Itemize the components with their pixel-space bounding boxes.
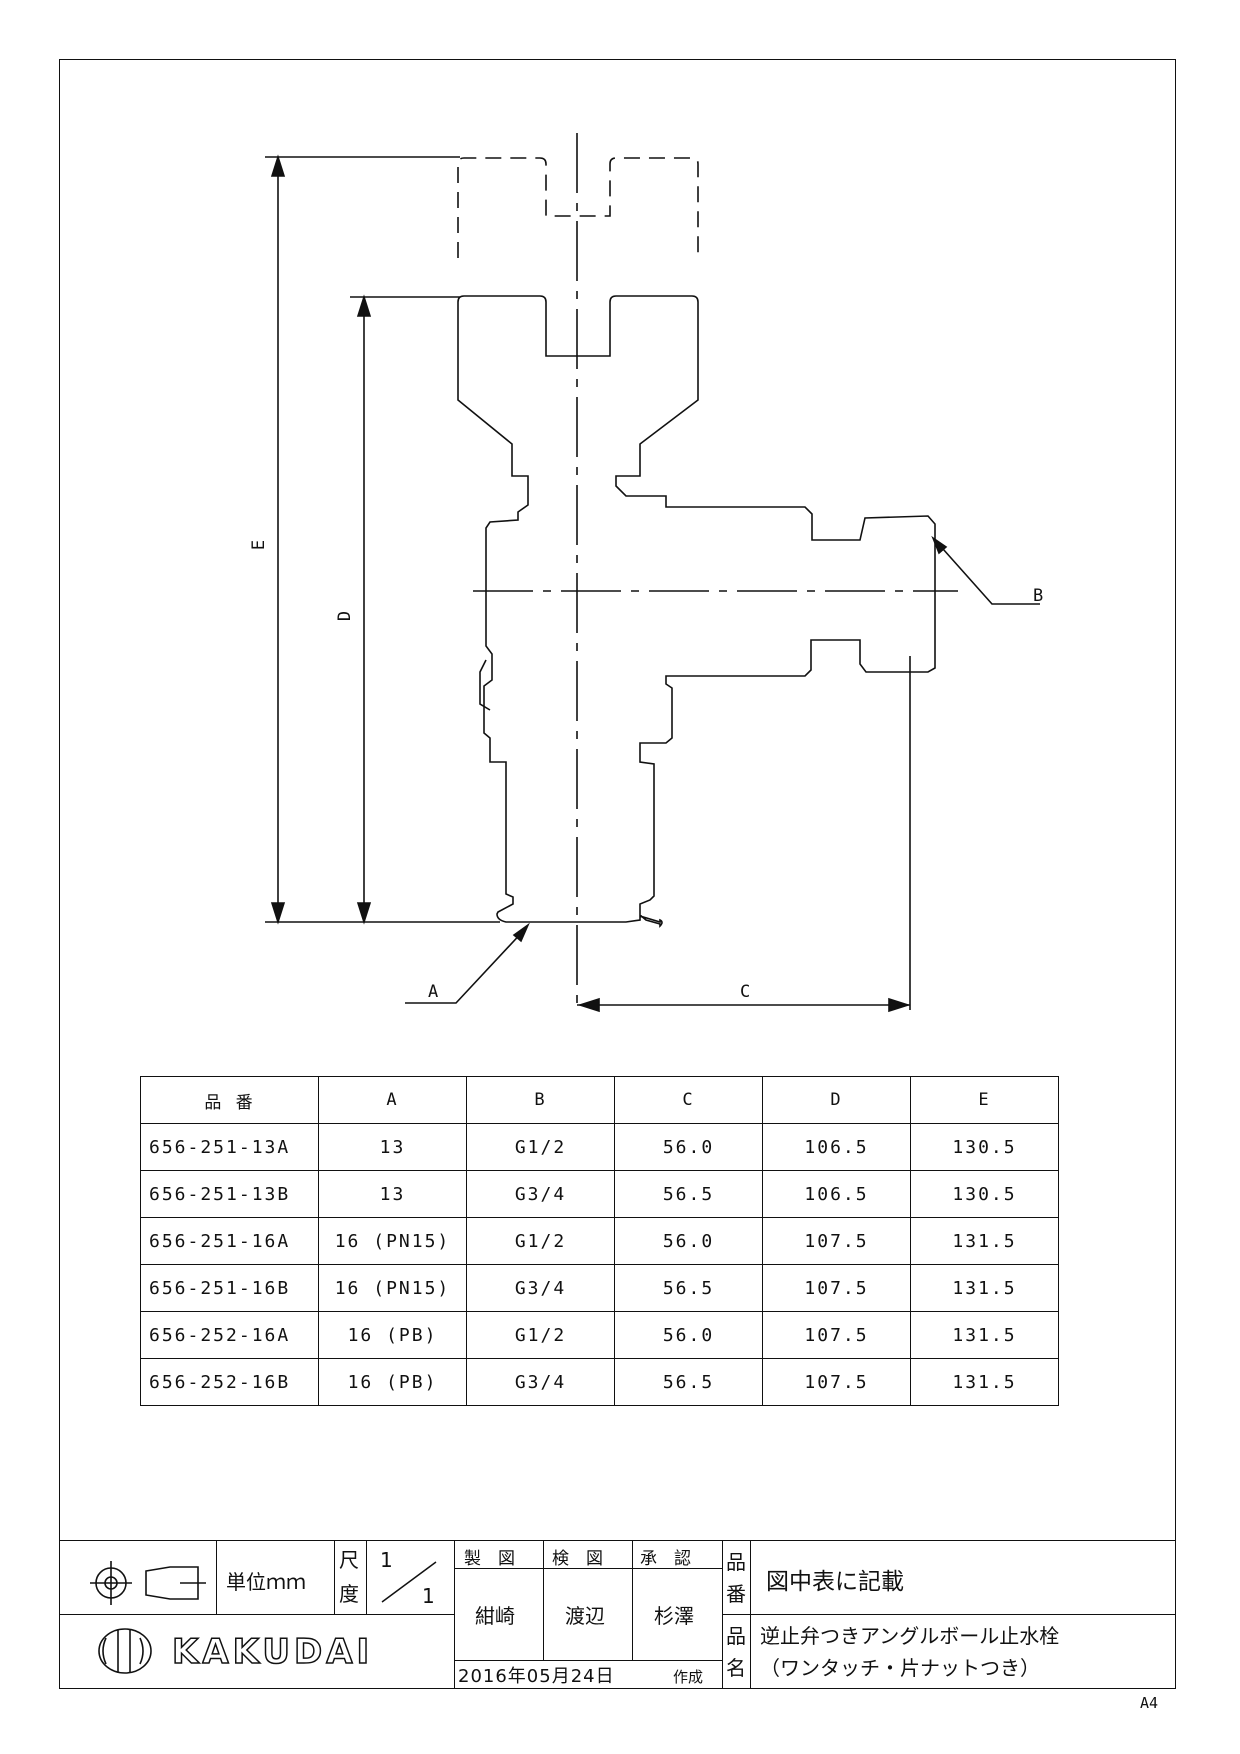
- table-row: 656-251-16A 16 (PN15) G1/2 56.0 107.5 13…: [140, 1217, 1059, 1265]
- cell-c: 56.5: [614, 1358, 763, 1406]
- cell-e: 131.5: [910, 1264, 1059, 1312]
- drawn-label: 製 図: [464, 1549, 515, 1569]
- cell-part-no: 656-251-16B: [140, 1264, 319, 1312]
- cell-c: 56.0: [614, 1217, 763, 1265]
- table-row: 656-252-16A 16 (PB) G1/2 56.0 107.5 131.…: [140, 1311, 1059, 1359]
- brand-name: KAKUDAI: [171, 1631, 374, 1673]
- cell-c: 56.0: [614, 1311, 763, 1359]
- part-name-label-2: 名: [726, 1656, 746, 1680]
- scale-label-2: 度: [339, 1582, 359, 1606]
- dimension-label-e: E: [249, 539, 270, 551]
- scale-denominator: 1: [422, 1584, 435, 1608]
- cell-b: G3/4: [466, 1358, 615, 1406]
- cell-a: 13: [318, 1123, 467, 1171]
- kakudai-logo: [98, 1628, 152, 1674]
- cell-e: 130.5: [910, 1123, 1059, 1171]
- spec-table: 品 番 A B C D E 656-251-13A 13 G1/2 56.0 1…: [140, 1076, 1059, 1406]
- cell-c: 56.5: [614, 1264, 763, 1312]
- valve-body: [457, 295, 936, 928]
- cell-b: G3/4: [466, 1170, 615, 1218]
- header-c: C: [614, 1076, 763, 1124]
- handle-open-position: [457, 157, 699, 258]
- cell-d: 107.5: [762, 1358, 911, 1406]
- cell-a: 16 (PN15): [318, 1217, 467, 1265]
- cell-part-no: 656-251-13B: [140, 1170, 319, 1218]
- scale-label-1: 尺: [339, 1548, 359, 1572]
- projection-symbol: [90, 1561, 206, 1605]
- scale-slash: [381, 1561, 437, 1603]
- approved-label: 承 認: [640, 1549, 691, 1569]
- part-name-label-1: 品: [726, 1624, 746, 1648]
- cell-b: G1/2: [466, 1217, 615, 1265]
- date: 2016年05月24日: [458, 1666, 615, 1687]
- cell-b: G1/2: [466, 1123, 615, 1171]
- cell-a: 16 (PB): [318, 1311, 467, 1359]
- cell-a: 16 (PB): [318, 1358, 467, 1406]
- cell-d: 107.5: [762, 1264, 911, 1312]
- approved-by: 杉澤: [654, 1604, 694, 1628]
- cell-e: 130.5: [910, 1170, 1059, 1218]
- header-part-no: 品 番: [140, 1076, 319, 1124]
- checked-label: 検 図: [552, 1549, 603, 1569]
- cell-c: 56.0: [614, 1123, 763, 1171]
- dimension-label-d: D: [335, 610, 356, 622]
- cell-part-no: 656-252-16A: [140, 1311, 319, 1359]
- unit-label: 単位ｍｍ: [226, 1570, 306, 1594]
- cell-part-no: 656-251-13A: [140, 1123, 319, 1171]
- dimension-label-c: C: [740, 982, 751, 1002]
- cell-e: 131.5: [910, 1358, 1059, 1406]
- header-e: E: [910, 1076, 1059, 1124]
- cell-a: 16 (PN15): [318, 1264, 467, 1312]
- table-row: 656-251-16B 16 (PN15) G3/4 56.5 107.5 13…: [140, 1264, 1059, 1312]
- scale-numerator: 1: [380, 1548, 393, 1572]
- cell-d: 106.5: [762, 1170, 911, 1218]
- drawn-by: 紺崎: [475, 1604, 515, 1628]
- table-header-row: 品 番 A B C D E: [140, 1076, 1059, 1124]
- table-row: 656-251-13B 13 G3/4 56.5 106.5 130.5: [140, 1170, 1059, 1218]
- table-row: 656-251-13A 13 G1/2 56.0 106.5 130.5: [140, 1123, 1059, 1171]
- cell-b: G1/2: [466, 1311, 615, 1359]
- part-name-line2: （ワンタッチ・片ナットつき）: [760, 1656, 1040, 1680]
- cell-e: 131.5: [910, 1311, 1059, 1359]
- checked-by: 渡辺: [565, 1604, 605, 1628]
- cell-d: 107.5: [762, 1311, 911, 1359]
- part-name-line1: 逆止弁つきアングルボール止水栓: [760, 1624, 1060, 1648]
- cell-c: 56.5: [614, 1170, 763, 1218]
- part-no-label-2: 番: [726, 1582, 746, 1606]
- header-a: A: [318, 1076, 467, 1124]
- header-d: D: [762, 1076, 911, 1124]
- cell-part-no: 656-252-16B: [140, 1358, 319, 1406]
- cell-b: G3/4: [466, 1264, 615, 1312]
- part-no-value: 図中表に記載: [766, 1569, 904, 1595]
- cell-d: 106.5: [762, 1123, 911, 1171]
- header-b: B: [466, 1076, 615, 1124]
- cell-part-no: 656-251-16A: [140, 1217, 319, 1265]
- dimension-label-a: A: [428, 982, 439, 1002]
- dimension-label-b: B: [1033, 586, 1044, 606]
- part-no-label-1: 品: [726, 1550, 746, 1574]
- cell-e: 131.5: [910, 1217, 1059, 1265]
- cell-d: 107.5: [762, 1217, 911, 1265]
- date-suffix: 作成: [673, 1668, 704, 1686]
- paper-size: A4: [1140, 1694, 1159, 1712]
- table-row: 656-252-16B 16 (PB) G3/4 56.5 107.5 131.…: [140, 1358, 1059, 1406]
- cell-a: 13: [318, 1170, 467, 1218]
